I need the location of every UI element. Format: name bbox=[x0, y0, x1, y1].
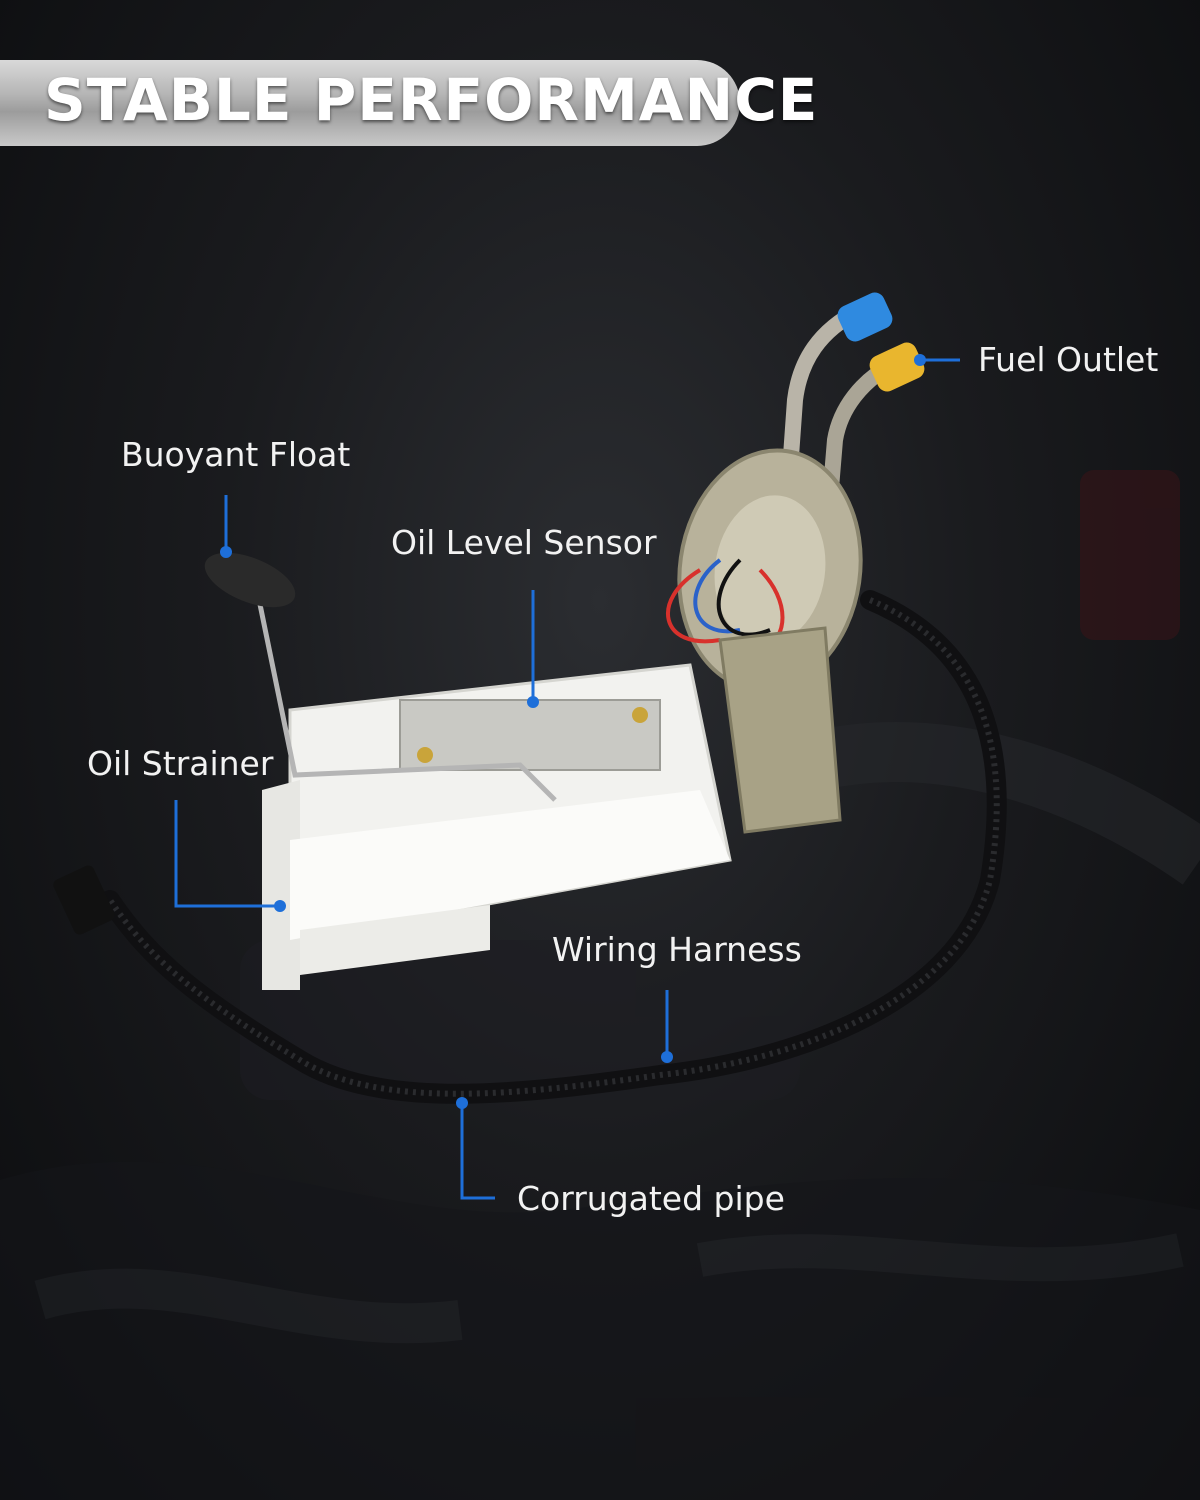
label-buoyant-float: Buoyant Float bbox=[121, 435, 351, 474]
float-pad-icon bbox=[204, 552, 296, 608]
blue-cap-icon bbox=[837, 292, 893, 342]
callout-dot-oil-level-sensor bbox=[527, 696, 539, 708]
label-wiring-harness: Wiring Harness bbox=[552, 930, 802, 969]
label-fuel-outlet: Fuel Outlet bbox=[978, 340, 1159, 379]
connector-plug-icon bbox=[53, 865, 115, 935]
callout-dot-fuel-outlet bbox=[914, 354, 926, 366]
title-banner bbox=[0, 60, 740, 146]
callout-dot-oil-strainer bbox=[274, 900, 286, 912]
label-oil-strainer: Oil Strainer bbox=[87, 744, 274, 783]
label-corrugated-pipe: Corrugated pipe bbox=[517, 1179, 785, 1218]
callout-dot-buoyant-float bbox=[220, 546, 232, 558]
callout-dot-wiring-harness bbox=[661, 1051, 673, 1063]
label-oil-level-sensor: Oil Level Sensor bbox=[391, 523, 657, 562]
yellow-cap-icon bbox=[869, 342, 925, 392]
banner-title: STABLE PERFORMANCE bbox=[44, 66, 819, 134]
callout-dot-corrugated-pipe bbox=[456, 1097, 468, 1109]
leader-line-corrugated-pipe bbox=[460, 1105, 495, 1200]
leader-line-oil-strainer bbox=[174, 800, 278, 908]
